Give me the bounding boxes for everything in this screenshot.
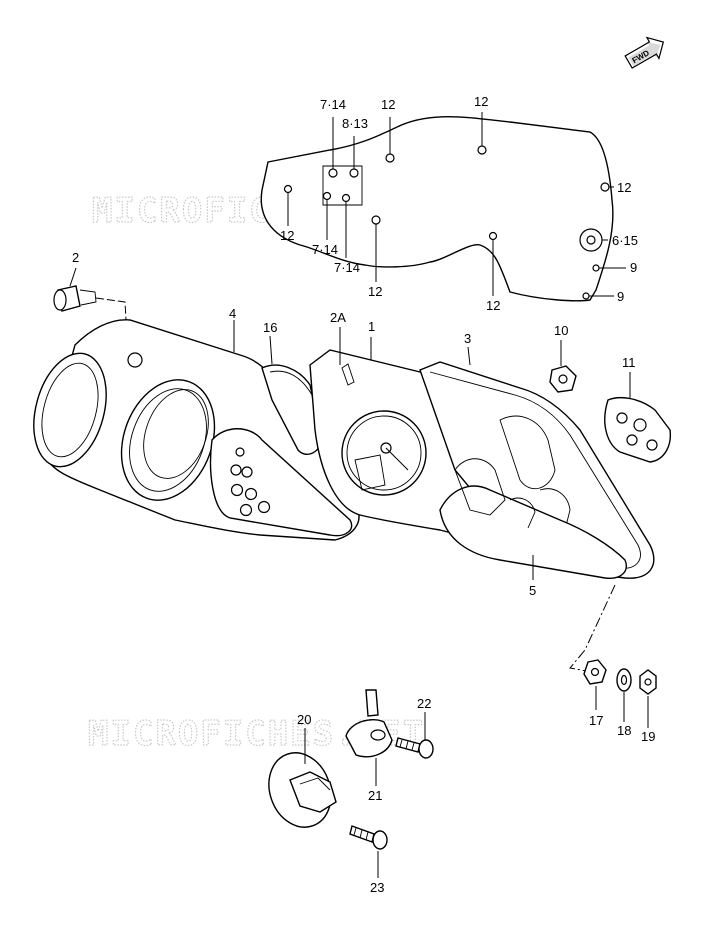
part-23-screw (349, 825, 388, 878)
callout-22: 22 (417, 696, 431, 711)
callout-7-14-a: 7·14 (320, 97, 346, 112)
callout-1: 1 (368, 319, 375, 334)
callout-19: 19 (641, 729, 655, 744)
callout-12-c: 12 (617, 180, 631, 195)
callout-17: 17 (589, 713, 603, 728)
callout-2A: 2A (330, 310, 346, 325)
callout-9-b: 9 (617, 289, 624, 304)
callout-7-14-c: 7·14 (334, 260, 360, 275)
part-2-bulb (53, 267, 129, 355)
callout-21: 21 (368, 788, 382, 803)
gasket-plate (260, 116, 614, 302)
part-17-grommet (583, 659, 607, 710)
fwd-arrow-icon: FWD (624, 36, 665, 69)
callout-23: 23 (370, 880, 384, 895)
callout-12-e: 12 (368, 284, 382, 299)
part-11-bracket (604, 372, 672, 463)
callout-labels: 7·14 8·13 12 12 12 12 7·14 7·14 12 12 6·… (72, 94, 655, 895)
part-22-screw (395, 712, 434, 759)
part-10-nut (549, 340, 577, 393)
callout-12-a: 12 (381, 97, 395, 112)
callout-10: 10 (554, 323, 568, 338)
part-21-bulb-holder (345, 689, 393, 786)
callout-16: 16 (263, 320, 277, 335)
callout-20: 20 (297, 712, 311, 727)
part-4-meter-case (33, 319, 360, 541)
gasket-leaders (287, 112, 626, 297)
callout-11: 11 (622, 355, 636, 370)
callout-5: 5 (529, 583, 536, 598)
callout-12-b: 12 (474, 94, 488, 109)
callout-18: 18 (617, 723, 631, 738)
callout-9-a: 9 (630, 260, 637, 275)
part-20-socket-housing (268, 728, 337, 828)
callout-12-f: 12 (486, 298, 500, 313)
callout-8-13: 8·13 (342, 116, 368, 131)
callout-4: 4 (229, 306, 236, 321)
part-19-nut (639, 669, 657, 728)
callout-2: 2 (72, 250, 79, 265)
callout-7-14-b: 7·14 (312, 242, 338, 257)
part-18-washer (616, 668, 632, 722)
callout-6-15: 6·15 (612, 233, 638, 248)
callout-3: 3 (464, 331, 471, 346)
part-5-lower-case (439, 458, 627, 580)
callout-12-d: 12 (280, 228, 294, 243)
